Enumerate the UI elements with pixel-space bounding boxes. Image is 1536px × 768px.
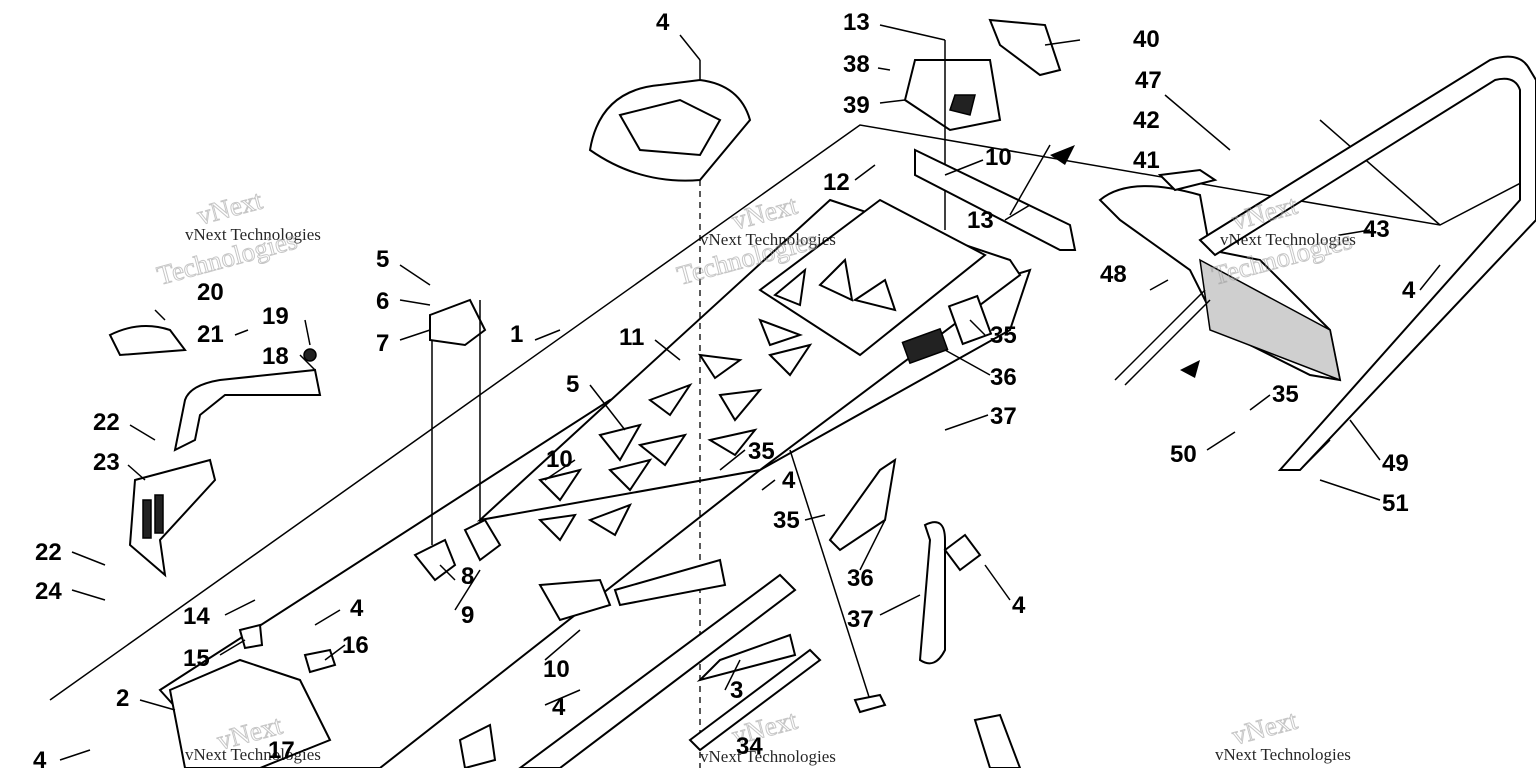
- callout-20: 20: [197, 279, 224, 306]
- callout-34: 34: [736, 733, 763, 760]
- watermark-text: vNext Technologies: [1220, 230, 1356, 249]
- callout-48: 49: [1382, 450, 1409, 477]
- callout-35: 35: [748, 438, 775, 465]
- callout-14: 14: [183, 603, 210, 630]
- callout-6: 6: [376, 288, 389, 315]
- callout-16: 16: [342, 632, 369, 659]
- callout-13: 13: [967, 207, 994, 234]
- callout-4: 4: [1012, 592, 1026, 619]
- watermark-text: vNext Technologies: [185, 745, 321, 764]
- callout-21: 21: [197, 321, 224, 348]
- seat-cushion: [588, 78, 752, 768]
- callout-9: 9: [461, 602, 474, 629]
- callout-22: 22: [93, 409, 120, 436]
- callout-46: 43: [1363, 216, 1390, 243]
- rear-tube: [789, 449, 982, 701]
- watermark-vnext: vNext: [194, 185, 266, 231]
- callout-24: 24: [35, 578, 62, 605]
- callout-12: 12: [823, 169, 850, 196]
- callout-23: 23: [93, 449, 120, 476]
- callout-37: 37: [847, 606, 874, 633]
- watermark-text: vNext Technologies: [700, 230, 836, 249]
- watermark-vnext: vNext: [729, 190, 801, 236]
- callout-10: 10: [543, 656, 570, 683]
- callout-4: 4: [33, 747, 47, 768]
- callout-39: 36: [990, 364, 1017, 391]
- callout-40: 37: [990, 403, 1017, 430]
- callout-1: 1: [510, 321, 523, 348]
- callout-18: 18: [262, 343, 289, 370]
- callout-47: 48: [1100, 261, 1127, 288]
- callout-3: 3: [730, 677, 743, 704]
- callout-17: 17: [268, 737, 295, 764]
- watermark-text: vNext Technologies: [1215, 745, 1351, 764]
- leader-lines: [59, 24, 1441, 761]
- callout-4: 4: [1402, 277, 1416, 304]
- callout-35: 35: [773, 507, 800, 534]
- grab-handle: [1198, 55, 1536, 471]
- callout-labels: 4 13 38 39 40 47 42 41 12 10 13 43 48 4 …: [33, 9, 1416, 768]
- callout-4: 4: [656, 9, 670, 36]
- callout-38: 35: [990, 322, 1017, 349]
- callout-10: 10: [546, 446, 573, 473]
- callout-4: 4: [350, 595, 364, 622]
- watermark-vnext: vNext: [1229, 190, 1301, 236]
- callout-44: 41: [1133, 147, 1160, 174]
- tunnel-deck: [158, 198, 1032, 768]
- callout-43: 40: [1133, 26, 1160, 53]
- callout-47: 47: [1135, 67, 1162, 94]
- callout-7: 7: [376, 330, 389, 357]
- callout-45: 42: [1133, 107, 1160, 134]
- callout-19: 19: [262, 303, 289, 330]
- rail-bracket: [914, 144, 1077, 251]
- watermark-vnext: vNext: [1229, 705, 1301, 751]
- tunnel-outline: [49, 119, 1536, 701]
- running-board: [458, 558, 1022, 768]
- watermark-text: vNext Technologies: [700, 747, 836, 766]
- callout-49: 50: [1170, 441, 1197, 468]
- callout-4: 4: [782, 467, 796, 494]
- rear-bracket: [903, 18, 1062, 230]
- snow-flap: [1098, 168, 1342, 386]
- hitch-parts: [168, 298, 502, 768]
- callout-5: 5: [376, 246, 389, 273]
- callout-41: 38: [843, 51, 870, 78]
- callout-2: 2: [116, 685, 129, 712]
- callout-5: 5: [566, 371, 579, 398]
- callout-8: 8: [461, 563, 474, 590]
- callout-13: 13: [843, 9, 870, 36]
- callout-42: 39: [843, 92, 870, 119]
- callout-50: 51: [1382, 490, 1409, 517]
- callout-4: 4: [552, 694, 566, 721]
- callout-11: 11: [619, 324, 644, 351]
- left-bumper: [108, 325, 322, 578]
- callout-36: 36: [847, 565, 874, 592]
- callout-15: 15: [183, 645, 210, 672]
- callout-10: 10: [985, 144, 1012, 171]
- callout-35: 35: [1272, 381, 1299, 408]
- watermark-text: vNext Technologies: [185, 225, 321, 244]
- callout-22: 22: [35, 539, 62, 566]
